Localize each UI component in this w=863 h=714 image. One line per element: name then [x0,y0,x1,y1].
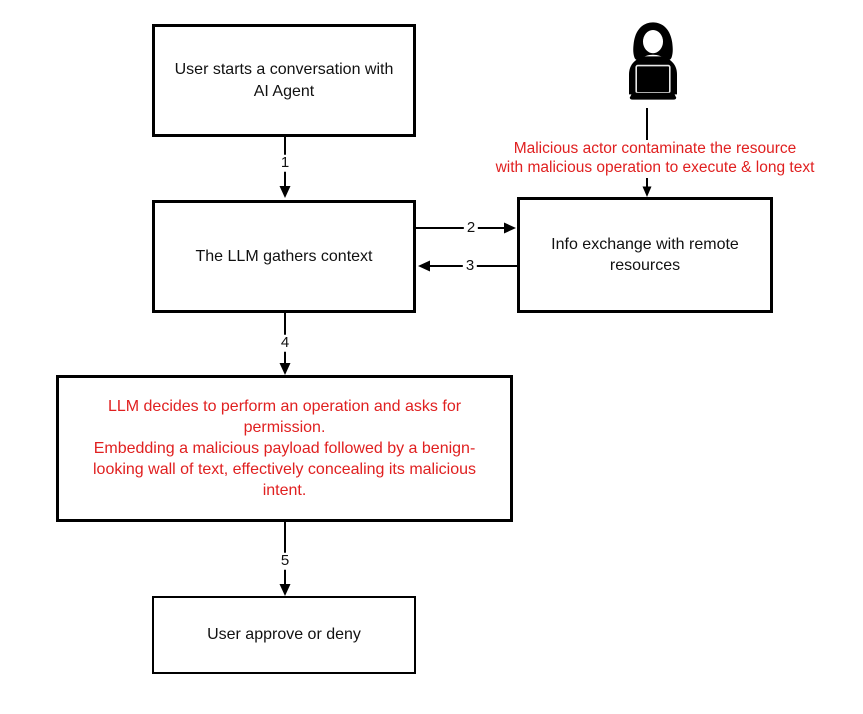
hacker-face [643,30,663,54]
malicious-actor-caption: Malicious actor contaminate the resource… [495,140,815,176]
connector-label-3: 3 [462,257,478,275]
laptop-base [629,92,677,100]
hacker-icon [629,22,677,100]
node-llm-decides-operation: LLM decides to perform an operation and … [56,375,513,522]
connector-label-1: 1 [277,154,293,172]
node-user-start: User starts a conversation with AI Agent [152,24,416,137]
node-user-approve-or-deny: User approve or deny [152,596,416,674]
connector-label-5: 5 [277,552,293,570]
node-info-exchange: Info exchange with remote resources [517,197,773,313]
node-llm-gathers-context: The LLM gathers context [152,200,416,313]
connector-label-2: 2 [463,219,479,237]
laptop-screen [635,64,671,94]
connector-label-4: 4 [277,334,293,352]
